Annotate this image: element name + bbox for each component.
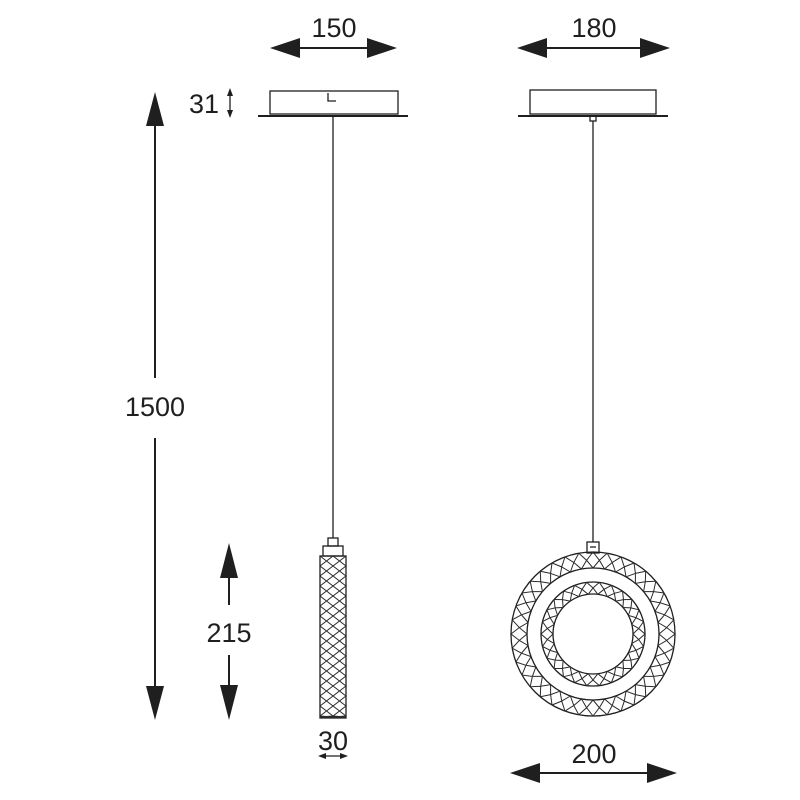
crystal-facet xyxy=(521,581,543,602)
crystal-facet xyxy=(657,633,676,649)
left-canopy-width-dimension: 150 xyxy=(270,13,397,58)
pendant-diameter-label: 30 xyxy=(318,726,348,756)
crystal-facet xyxy=(511,645,532,663)
crystal-facet xyxy=(551,556,571,577)
ring-pendant xyxy=(510,541,676,717)
crystal-facet xyxy=(546,652,564,669)
crystal-facet xyxy=(650,592,671,612)
crystal-facet xyxy=(657,619,676,635)
crystal-facet xyxy=(615,556,635,577)
crystal-facet xyxy=(615,660,632,677)
crystal-facet xyxy=(592,551,608,570)
crystal-facet xyxy=(586,673,600,686)
crystal-facet xyxy=(597,671,612,686)
crystal-facet xyxy=(604,552,622,573)
total-drop-label: 1500 xyxy=(125,392,185,422)
crystal-facet xyxy=(635,676,656,697)
ring-diameter-label: 200 xyxy=(571,739,616,769)
right-canopy-width-dimension: 180 xyxy=(517,13,670,58)
crystal-facet xyxy=(530,571,551,592)
crystal-facet xyxy=(540,621,555,635)
crystal-facet xyxy=(542,609,558,625)
right-canopy-width-label: 180 xyxy=(571,13,616,43)
crystal-facet xyxy=(563,666,580,683)
crystal-facet xyxy=(542,643,558,659)
crystal-facet xyxy=(551,691,571,712)
crystal-facet xyxy=(631,621,646,635)
crystal-facet xyxy=(625,562,646,584)
left-canopy-height-dimension: 31 xyxy=(189,88,233,119)
right-view: 180 200 xyxy=(510,13,677,783)
crystal-facet xyxy=(628,609,644,625)
crystal-facet xyxy=(319,715,347,719)
crystal-facet xyxy=(654,645,675,663)
crystal-facet xyxy=(574,582,589,597)
crystal-facet xyxy=(615,691,635,712)
crystal-facet xyxy=(597,582,612,597)
crystal-facet xyxy=(628,643,644,659)
crystal-facet xyxy=(515,656,536,676)
crystal-facet xyxy=(540,562,561,584)
pendant-height-dimension: 215 xyxy=(206,543,252,720)
crystal-facet xyxy=(578,698,594,717)
left-canopy-width-label: 150 xyxy=(311,13,356,43)
crystal-facet xyxy=(510,633,529,649)
crystal-facet xyxy=(604,695,622,716)
crystal-facet xyxy=(530,676,551,697)
pendant-diameter-dimension: 30 xyxy=(318,726,348,759)
crystal-facet xyxy=(574,671,589,686)
pendant-height-label: 215 xyxy=(206,618,251,648)
crystal-facet xyxy=(319,675,347,697)
crystal-facet xyxy=(515,592,536,612)
crystal-facet xyxy=(643,581,665,602)
ring-diameter-dimension: 200 xyxy=(510,739,677,783)
crystal-facet xyxy=(546,599,564,616)
crystal-facet xyxy=(563,585,580,602)
crystal-facet xyxy=(319,555,347,577)
crystal-facet xyxy=(622,599,640,616)
crystal-facet xyxy=(622,652,640,669)
crystal-facet xyxy=(631,633,646,647)
crystal-facet xyxy=(319,655,347,677)
right-canopy xyxy=(518,89,668,122)
crystal-facet xyxy=(540,684,561,706)
crystal-facet xyxy=(635,571,656,592)
crystal-facet xyxy=(654,605,675,623)
left-canopy xyxy=(258,90,408,117)
cylinder-pendant xyxy=(319,537,347,719)
crystal-facet xyxy=(650,656,671,676)
crystal-facet xyxy=(606,666,623,683)
crystal-facet xyxy=(615,591,632,608)
crystal-facet xyxy=(319,615,347,637)
total-drop-dimension: 1500 xyxy=(125,92,185,720)
crystal-facet xyxy=(578,551,594,570)
crystal-facet xyxy=(564,552,582,573)
crystal-facet xyxy=(554,591,571,608)
left-canopy-height-label: 31 xyxy=(189,89,219,119)
crystal-facet xyxy=(625,684,646,706)
crystal-facet xyxy=(319,575,347,597)
crystal-facet xyxy=(606,585,623,602)
crystal-facet xyxy=(554,660,571,677)
crystal-facet xyxy=(643,666,665,687)
crystal-facet xyxy=(511,605,532,623)
crystal-facet xyxy=(564,695,582,716)
crystal-facet xyxy=(319,695,347,717)
left-view: 150 31 1500 xyxy=(125,13,408,759)
crystal-facet xyxy=(510,619,529,635)
crystal-facet xyxy=(592,698,608,717)
crystal-facet xyxy=(319,635,347,657)
crystal-facet xyxy=(586,582,600,595)
crystal-facet xyxy=(540,633,555,647)
crystal-facet xyxy=(319,595,347,617)
crystal-facet xyxy=(521,666,543,687)
